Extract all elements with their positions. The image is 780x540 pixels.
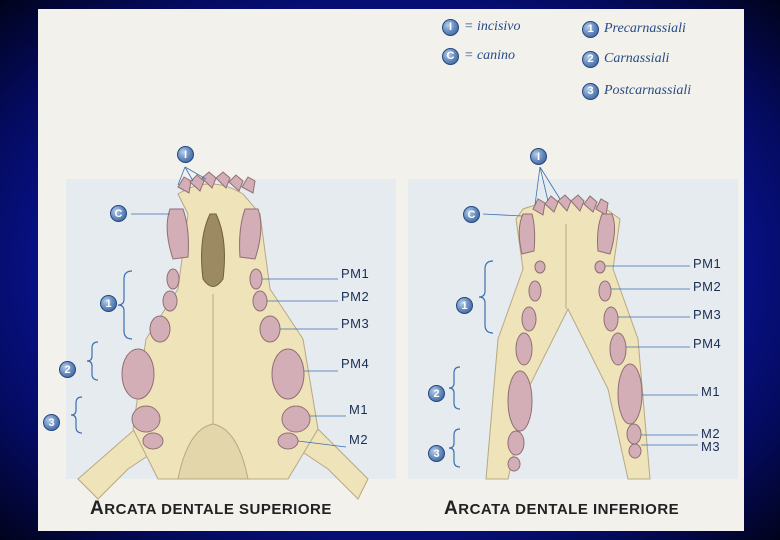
lower-group-3-badge-icon: 3 [428,445,445,462]
lower-tooth-label-pm3: PM3 [693,307,721,322]
upper-arch-title-rest: RCATA DENTALE SUPERIORE [104,501,332,518]
upper-group-3-badge-icon: 3 [43,414,60,431]
legend-group-1-text: Precarnassiali [604,21,686,37]
upper-group-1-badge-icon: 1 [100,295,117,312]
legend-incisor: I = incisivo [442,16,521,38]
upper-tooth-label-pm3: PM3 [341,316,369,331]
upper-tooth-label-pm2: PM2 [341,289,369,304]
incisor-badge-icon: I [442,19,459,36]
upper-tooth-label-m2: M2 [349,432,368,447]
legend-group-1: 1 Precarnassiali [582,18,686,40]
upper-group-2-badge-icon: 2 [59,361,76,378]
upper-tooth-label-m1: M1 [349,402,368,417]
lower-canine-badge-icon: C [463,206,480,223]
lower-arch-title-initial: A [444,498,458,519]
lower-tooth-label-pm2: PM2 [693,279,721,294]
upper-tooth-label-pm4: PM4 [341,356,369,371]
textbook-figure: I = incisivo C = canino 1 Precarnassiali… [38,9,744,531]
lower-arch-title-rest: RCATA DENTALE INFERIORE [458,501,679,518]
lower-group-2-badge-icon: 2 [428,385,445,402]
lower-tooth-label-pm4: PM4 [693,336,721,351]
legend-group-3: 3 Postcarnassiali [582,80,691,102]
legend-incisor-text: = incisivo [464,19,521,35]
legend-canine: C = canino [442,45,515,67]
group-1-badge-icon: 1 [582,21,599,38]
group-3-badge-icon: 3 [582,83,599,100]
canine-badge-icon: C [442,48,459,65]
legend-group-2: 2 Carnassiali [582,48,669,70]
lower-arch-title: ARCATA DENTALE INFERIORE [444,498,679,520]
lower-tooth-label-m1: M1 [701,384,720,399]
upper-arch-title-initial: A [90,498,104,519]
group-2-badge-icon: 2 [582,51,599,68]
legend-group-2-text: Carnassiali [604,51,669,67]
lower-group-1-badge-icon: 1 [456,297,473,314]
upper-arch-title: ARCATA DENTALE SUPERIORE [90,498,332,520]
upper-incisor-badge-icon: I [177,146,194,163]
upper-canine-badge-icon: C [110,205,127,222]
lower-incisor-badge-icon: I [530,148,547,165]
legend-group-3-text: Postcarnassiali [604,83,691,99]
legend-canine-text: = canino [464,48,515,64]
lower-tooth-label-pm1: PM1 [693,256,721,271]
lower-tooth-label-m3: M3 [701,439,720,454]
upper-tooth-label-pm1: PM1 [341,266,369,281]
